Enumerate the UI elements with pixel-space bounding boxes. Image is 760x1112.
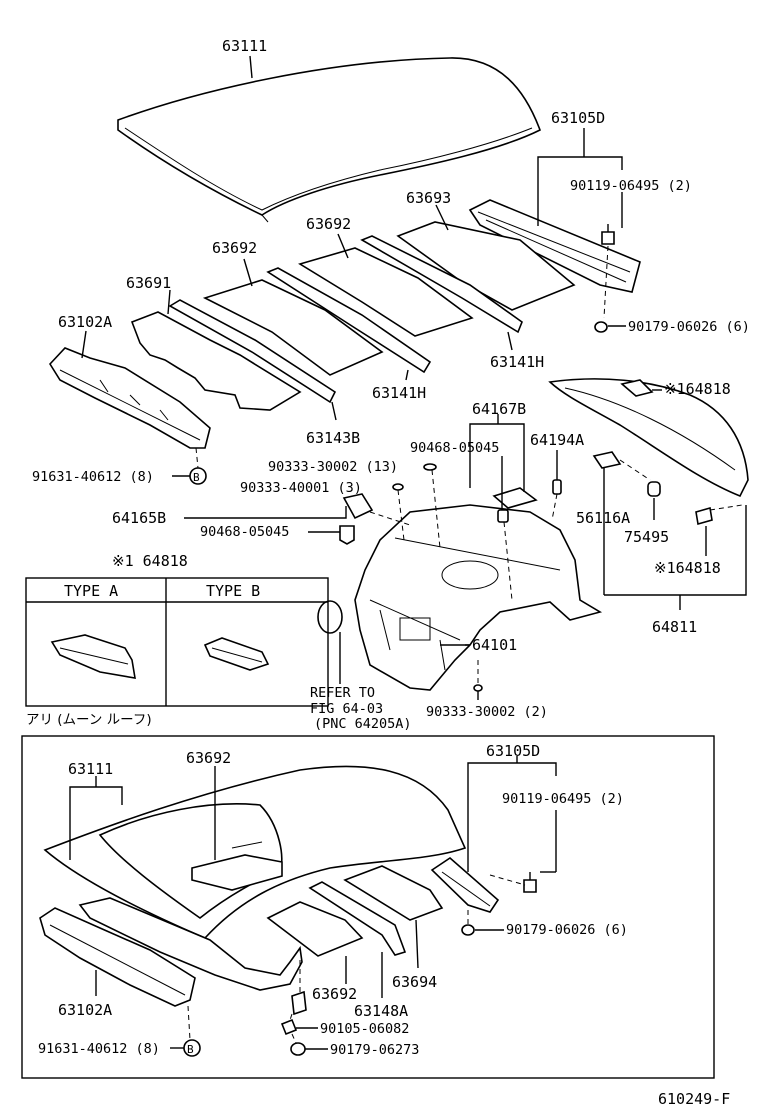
label-63148a: 63148A (354, 1002, 408, 1020)
front-rail-upper (48, 347, 211, 449)
label-63111-upper: 63111 (222, 37, 267, 55)
label-90333-13: 90333-30002 (13) (268, 459, 398, 475)
bolt-64194a (552, 479, 562, 495)
label-90179-06026-lower: 90179-06026 (6) (506, 922, 628, 938)
package-tray-64101 (354, 504, 603, 691)
hinge-164818-top (620, 379, 654, 397)
refer-line-1: REFER TO (310, 685, 375, 701)
label-63111-lower: 63111 (68, 760, 113, 778)
label-56116a: 56116A (576, 509, 630, 527)
front-rail-lower (39, 897, 303, 1007)
clip-90179-upper (594, 321, 608, 333)
label-63693: 63693 (406, 189, 451, 207)
roof-bow-63141h-mid (266, 267, 432, 374)
clip-90468-b (339, 525, 355, 545)
clip-164818-lower (695, 506, 713, 526)
label-64194a: 64194A (530, 431, 584, 449)
label-91631-upper: 91631-40612 (8) (32, 469, 154, 485)
label-63692-a: 63692 (212, 239, 257, 257)
roof-panel-lower (43, 765, 467, 939)
clip-90468-a (497, 509, 509, 523)
label-63141h-mid: 63141H (372, 384, 426, 402)
label-63102a-upper: 63102A (58, 313, 112, 331)
bolt-90119-upper (601, 224, 615, 245)
type-table (25, 577, 329, 707)
roof-bow-63143b (168, 299, 337, 404)
typebox-caption: アリ (ムーン ルーフ) (26, 712, 152, 728)
roof-bow-63148a (308, 881, 407, 956)
label-90105-06082: 90105-06082 (320, 1021, 409, 1037)
plug-90333-30002 (423, 463, 437, 471)
label-64101: 64101 (472, 636, 517, 654)
bolt-marker-b-upper: B (189, 467, 207, 485)
type-b-label: TYPE B (206, 582, 260, 600)
refer-line-2: FIG 64-03 (310, 701, 383, 717)
rear-rail-lower (430, 856, 500, 913)
plug-90333-lower (473, 684, 483, 692)
bracket-64165b (342, 493, 374, 520)
label-63105d-lower: 63105D (486, 742, 540, 760)
silencer-63692-a (202, 279, 384, 376)
silencer-63692-lower (266, 901, 364, 957)
label-91631-lower: 91631-40612 (8) (38, 1041, 160, 1057)
label-63692-b: 63692 (306, 215, 351, 233)
type-a-label: TYPE A (64, 582, 118, 600)
label-90179-06026-upper: 90179-06026 (6) (628, 319, 750, 335)
label-90179-06273: 90179-06273 (330, 1042, 419, 1058)
bolt-marker-b-lower: B (183, 1039, 201, 1057)
lower-frame (21, 735, 715, 1079)
label-90119-lower: 90119-06495 (2) (502, 791, 624, 807)
label-164818-lower: ※164818 (654, 559, 721, 577)
label-90468-a: 90468-05045 (410, 440, 499, 456)
silencer-63691 (130, 311, 302, 411)
silencer-63692-b (298, 247, 474, 337)
stopper-75495 (647, 481, 661, 497)
hinge-56116a (592, 451, 622, 469)
trunk-lid-64811 (548, 378, 749, 498)
label-64167b: 64167B (472, 400, 526, 418)
roof-panel-upper (117, 57, 542, 223)
label-63691: 63691 (126, 274, 171, 292)
label-90333-3: 90333-40001 (3) (240, 480, 362, 496)
label-90333-2: 90333-30002 (2) (426, 704, 548, 720)
label-63141h-right: 63141H (490, 353, 544, 371)
label-63694: 63694 (392, 973, 437, 991)
rear-rail-upper (468, 199, 641, 293)
label-64811: 64811 (652, 618, 697, 636)
silencer-63694 (343, 865, 444, 921)
hinge-type-b (203, 637, 270, 671)
clip-90105-06082 (280, 1018, 298, 1036)
label-164818-top: ※164818 (664, 380, 731, 398)
label-63143b: 63143B (306, 429, 360, 447)
cover-64167b (492, 487, 538, 509)
typebox-title: ※1 64818 (112, 552, 188, 570)
speaker-grille (317, 600, 343, 634)
label-63692-sunroof: 63692 (186, 749, 231, 767)
refer-line-3: (PNC 64205A) (314, 716, 412, 732)
drawing-id: 610249-F (658, 1090, 730, 1108)
hinge-type-a (50, 634, 136, 679)
label-90468-b: 90468-05045 (200, 524, 289, 540)
bracket-lower (291, 990, 307, 1016)
label-75495: 75495 (624, 528, 669, 546)
label-63105d-upper: 63105D (551, 109, 605, 127)
label-90119-upper: 90119-06495 (2) (570, 178, 692, 194)
clip-90179-06273 (290, 1042, 306, 1056)
bolt-90119-lower (523, 872, 537, 893)
plug-90333-40001 (392, 483, 404, 491)
roof-bow-63141h-right (360, 235, 523, 334)
label-64165b: 64165B (112, 509, 166, 527)
svg-text:B: B (193, 471, 200, 484)
label-63102a-lower: 63102A (58, 1001, 112, 1019)
svg-text:B: B (187, 1043, 194, 1056)
label-63692-lower: 63692 (312, 985, 357, 1003)
clip-90179-lower (461, 924, 475, 936)
